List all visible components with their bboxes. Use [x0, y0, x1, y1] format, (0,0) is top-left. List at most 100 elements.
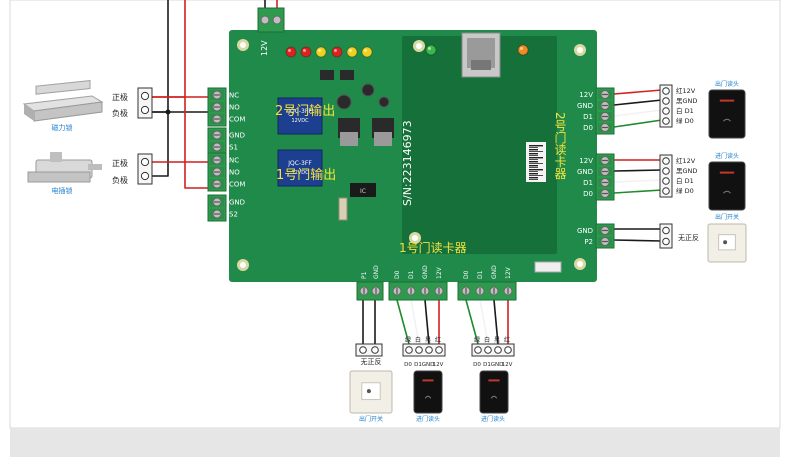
- status-led-icon: [517, 44, 529, 56]
- left-s2-terminal-pin-label: S2: [229, 211, 238, 219]
- barcode-line: [529, 145, 543, 147]
- left-top-terminal-pin-label: NC: [229, 92, 239, 100]
- barcode-line: [529, 177, 538, 179]
- right-p2-terminal: GND P2: [577, 223, 615, 249]
- magnetic-lock-icon: [22, 79, 104, 122]
- right-bottom-terminal-pin-label: 12V: [579, 157, 593, 165]
- right-exit-connector: [659, 223, 673, 249]
- capacitors: [320, 70, 390, 110]
- left-s1-terminal-pin-label: GND: [229, 132, 245, 140]
- power-label: 12V: [260, 40, 269, 56]
- magnetic-lock: 磁力锁 正极 负极: [22, 79, 128, 132]
- bottom-reader-a-terminal-pin-label: GND: [422, 265, 429, 279]
- right-mid-wire-label: 白 D1: [676, 176, 694, 185]
- bottom-p1-terminal-pin-label: P1: [361, 271, 368, 279]
- right-exit-wire-2: [613, 239, 663, 242]
- ic-chip-label: IC: [360, 188, 366, 195]
- bottom-reader-b-icon: [479, 370, 509, 414]
- bottom-reader-a-wire: [424, 299, 430, 345]
- bottom-reader-a-pin-label: D1: [414, 362, 422, 368]
- exit-button-title: 出门开关: [715, 213, 739, 221]
- mounting-hole: [413, 40, 425, 52]
- right-bottom-wire: [613, 179, 663, 183]
- barcode-line: [529, 151, 543, 152]
- bottom-reader-b-color-label: 红: [504, 336, 510, 344]
- right-bottom-wire: [613, 189, 663, 194]
- right-top-wire: [613, 109, 663, 117]
- right-top-wire-label: 绿 D0: [676, 116, 694, 125]
- right-top-wire: [613, 119, 663, 128]
- right-p2-terminal-pin-label: P2: [584, 238, 593, 246]
- magnetic-lock-neg-label: 负极: [112, 108, 128, 118]
- bottom-exit-caption: 出门开关: [359, 415, 383, 423]
- left-top-terminal-pin-label: NO: [229, 104, 240, 112]
- bottom-reader-a-pin-label: 12V: [433, 362, 444, 368]
- mounting-holes: [237, 39, 586, 271]
- magnetic-lock-pos-label: 正极: [112, 92, 128, 102]
- barcode-line: [529, 149, 538, 151]
- bottom-exit-polarity: 无正反: [361, 357, 382, 366]
- resistor-icon: [338, 197, 348, 221]
- regulator-1-icon: [338, 118, 360, 146]
- reader-top-icon: [708, 89, 746, 139]
- barcode-line: [529, 155, 538, 156]
- bolt-neg-wire: [152, 112, 169, 177]
- right-top-wire: [613, 89, 663, 95]
- bottom-reader-b-wire: [465, 299, 479, 345]
- bottom-reader-a-color-label: 黑: [425, 337, 431, 344]
- right-p2-terminal-pin-label: GND: [577, 227, 593, 235]
- wire-junction: [165, 109, 171, 115]
- bottom-exit-button-icon: [349, 370, 393, 414]
- barcode-line: [529, 179, 538, 180]
- right-top-terminal-pin-label: D1: [583, 113, 593, 121]
- right-top-wire-label: 黑GND: [676, 97, 697, 105]
- mounting-hole: [574, 44, 586, 56]
- status-leds: [285, 44, 529, 58]
- bottom-reader-a-pin-label: GND: [422, 362, 435, 368]
- right-top-wire-label: 红12V: [676, 86, 696, 95]
- status-led-icon: [285, 46, 297, 58]
- barcode-line: [529, 147, 538, 148]
- pcb-sub-area: [402, 36, 557, 254]
- bottom-reader-a-terminal-pin-label: D1: [408, 270, 415, 279]
- electric-bolt-neg-label: 负极: [112, 175, 128, 185]
- relay-2-model-sub: 12VDC: [291, 118, 309, 124]
- right-mid-wire-label: 红12V: [676, 156, 696, 165]
- mounting-hole: [237, 39, 249, 51]
- barcode-line: [529, 153, 538, 155]
- bottom-reader-b-pin-label: D1: [483, 362, 491, 368]
- bottom-reader-b-pin-label: D0: [473, 362, 481, 368]
- right-mid-connector: [659, 154, 673, 198]
- bottom-reader-a-color-label: 白: [415, 336, 421, 344]
- electric-bolt-pos-label: 正极: [112, 158, 128, 168]
- bottom-reader-b-pin-label: 12V: [502, 362, 513, 368]
- status-led-icon: [361, 46, 373, 58]
- magnetic-lock-label: 磁力锁: [52, 123, 73, 132]
- right-bottom-terminal-pin-label: D1: [583, 179, 593, 187]
- right-bottom-terminal-pin-label: D0: [583, 190, 593, 198]
- right-top-terminal-pin-label: GND: [577, 102, 593, 110]
- bottom-reader-b-color-label: 绿: [474, 336, 480, 344]
- status-led-icon: [346, 46, 358, 58]
- power-terminal: [257, 7, 285, 33]
- relay-1: JQC-3FF 12VDC: [277, 149, 323, 187]
- barcode-line: [529, 159, 538, 160]
- bottom-reader-a-terminal-pin-label: 12V: [436, 266, 443, 279]
- reader-top-title: 出门读头: [715, 80, 739, 88]
- barcode-line: [529, 173, 538, 175]
- bottom-reader-b-wire: [479, 299, 489, 345]
- wires-layer: [137, 0, 673, 357]
- bottom-reader-a-color-label: 绿: [405, 336, 411, 344]
- bottom-reader-a-pin-label: D0: [404, 362, 412, 368]
- right-mid-wire-label: 绿 D0: [676, 186, 694, 195]
- bottom-p1-terminal-pin-label: GND: [373, 265, 380, 279]
- barcode-line: [529, 165, 538, 167]
- bottom-reader-b-color-label: 白: [484, 336, 490, 344]
- electric-bolt: 电插锁 正极 负极: [27, 152, 128, 195]
